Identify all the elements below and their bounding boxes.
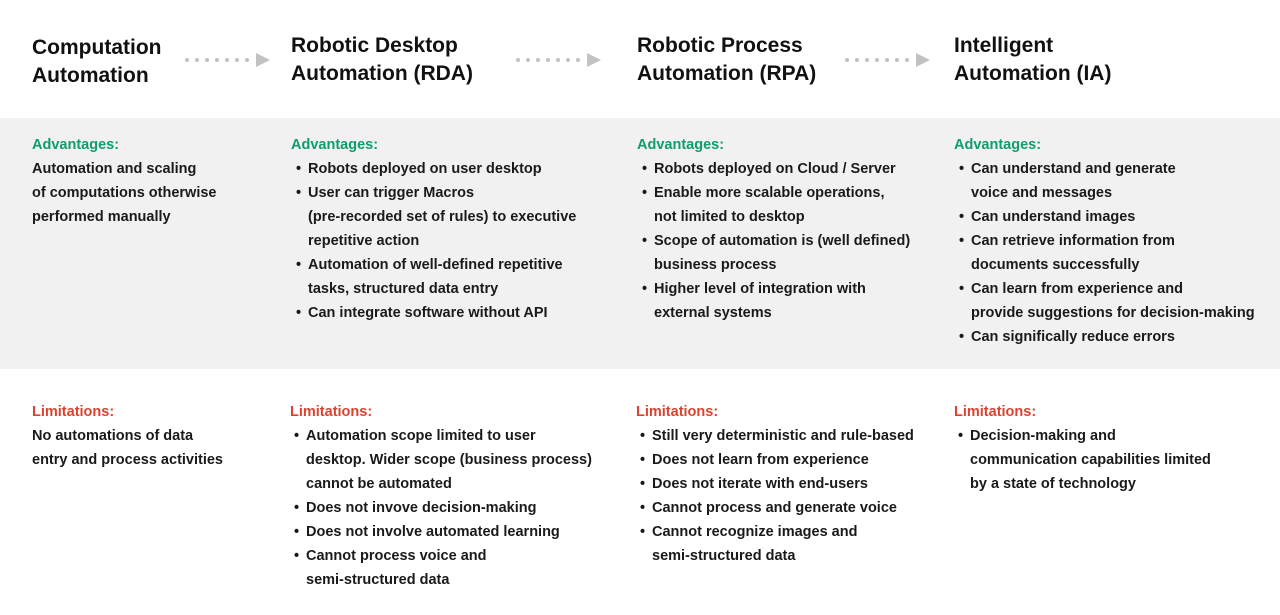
limitations-list: Decision-making and communication capabi… xyxy=(954,424,1211,496)
advantage-item-line: Can learn from experience and xyxy=(971,281,1183,297)
advantages-list: Robots deployed on Cloud / Server Enable… xyxy=(638,157,910,325)
limitation-item-line: semi-structured data xyxy=(652,548,796,564)
limitation-item: Cannot process and generate voice xyxy=(636,496,914,520)
stage-title: Robotic Desktop Automation (RDA) xyxy=(291,32,473,88)
advantage-item-line: tasks, structured data entry xyxy=(308,281,499,297)
limitations-label: Limitations: xyxy=(636,404,719,420)
limitations-text-line: No automations of data xyxy=(32,428,194,444)
advantages-list: Can understand and generate voice and me… xyxy=(955,157,1255,349)
limitations-list: Still very deterministic and rule-based … xyxy=(636,424,914,568)
limitations-list: Automation scope limited to user desktop… xyxy=(290,424,592,592)
limitation-item-line: Cannot process and generate voice xyxy=(652,500,897,516)
limitation-item: Does not iterate with end-users xyxy=(636,472,914,496)
advantage-item-line: documents successfully xyxy=(971,257,1140,273)
advantages-text-line: Automation and scaling xyxy=(32,161,197,177)
limitation-item: Does not involve automated learning xyxy=(290,520,592,544)
advantage-item: Can significally reduce errors xyxy=(955,325,1255,349)
advantages-list: Robots deployed on user desktop User can… xyxy=(292,157,576,325)
advantage-item-line: Robots deployed on user desktop xyxy=(308,161,542,177)
advantage-item: Robots deployed on user desktop xyxy=(292,157,576,181)
advantages-label: Advantages: xyxy=(291,137,379,153)
limitation-item: Does not invove decision-making xyxy=(290,496,592,520)
limitations-label: Limitations: xyxy=(290,404,373,420)
advantage-item-line: business process xyxy=(654,257,777,273)
advantage-item-line: Can understand images xyxy=(971,209,1136,225)
limitation-item-line: communication capabilities limited xyxy=(970,452,1211,468)
limitations-text-line: entry and process activities xyxy=(32,452,223,468)
advantage-item-line: Robots deployed on Cloud / Server xyxy=(654,161,896,177)
progression-arrow-icon xyxy=(515,53,603,67)
limitation-item-line: Does not learn from experience xyxy=(652,452,869,468)
stage-title-line: Robotic Desktop xyxy=(291,34,458,57)
advantage-item-line: not limited to desktop xyxy=(654,209,805,225)
stage-title-line: Intelligent xyxy=(954,34,1054,57)
stage-title-line: Automation (IA) xyxy=(954,62,1112,85)
limitation-item-line: Automation scope limited to user xyxy=(306,428,536,444)
progression-arrow-icon xyxy=(184,53,272,67)
advantage-item-line: Can integrate software without API xyxy=(308,305,548,321)
advantage-item: Enable more scalable operations, not lim… xyxy=(638,181,910,229)
limitation-item: Automation scope limited to user desktop… xyxy=(290,424,592,496)
advantage-item-line: Can retrieve information from xyxy=(971,233,1175,249)
advantage-item-line: Scope of automation is (well defined) xyxy=(654,233,911,249)
limitation-item-line: by a state of technology xyxy=(970,476,1136,492)
stage-title-line: Robotic Process xyxy=(637,34,803,57)
limitation-item: Cannot process voice and semi-structured… xyxy=(290,544,592,592)
limitation-item-line: Does not iterate with end-users xyxy=(652,476,868,492)
stage-title: Intelligent Automation (IA) xyxy=(954,32,1111,88)
advantages-label: Advantages: xyxy=(954,137,1042,153)
advantage-item-line: (pre-recorded set of rules) to executive xyxy=(308,209,577,225)
stage-title: Robotic Process Automation (RPA) xyxy=(637,32,816,88)
advantages-text: Automation and scaling of computations o… xyxy=(32,157,217,229)
advantage-item-line: User can trigger Macros xyxy=(308,185,475,201)
advantage-item: Higher level of integration with externa… xyxy=(638,277,910,325)
limitations-label: Limitations: xyxy=(954,404,1037,420)
limitation-item-line: Decision-making and xyxy=(970,428,1116,444)
stage-title-line: Automation (RDA) xyxy=(291,62,473,85)
advantage-item: Can integrate software without API xyxy=(292,301,576,325)
advantage-item: Can understand images xyxy=(955,205,1255,229)
advantage-item: User can trigger Macros (pre-recorded se… xyxy=(292,181,576,253)
stage-title-line: Automation (RPA) xyxy=(637,62,817,85)
limitation-item-line: desktop. Wider scope (business process) xyxy=(306,452,592,468)
limitations-text: No automations of data entry and process… xyxy=(32,424,223,472)
advantage-item: Can retrieve information from documents … xyxy=(955,229,1255,277)
advantage-item-line: Automation of well-defined repetitive xyxy=(308,257,563,273)
advantage-item-line: Can understand and generate xyxy=(971,161,1176,177)
advantage-item-line: voice and messages xyxy=(971,185,1113,201)
limitation-item: Does not learn from experience xyxy=(636,448,914,472)
limitation-item-line: Does not involve automated learning xyxy=(306,524,560,540)
advantages-label: Advantages: xyxy=(32,137,120,153)
advantage-item: Scope of automation is (well defined) bu… xyxy=(638,229,910,277)
advantages-text-line: performed manually xyxy=(32,209,171,225)
limitation-item-line: Still very deterministic and rule-based xyxy=(652,428,914,444)
advantages-label: Advantages: xyxy=(637,137,725,153)
limitation-item-line: Cannot process voice and xyxy=(306,548,487,564)
limitation-item-line: Does not invove decision-making xyxy=(306,500,537,516)
advantage-item-line: external systems xyxy=(654,305,772,321)
advantage-item-line: provide suggestions for decision-making xyxy=(971,305,1255,321)
advantage-item: Can understand and generate voice and me… xyxy=(955,157,1255,205)
limitation-item: Cannot recognize images and semi-structu… xyxy=(636,520,914,568)
advantage-item-line: repetitive action xyxy=(308,233,420,249)
advantages-text-line: of computations otherwise xyxy=(32,185,217,201)
advantage-item-line: Higher level of integration with xyxy=(654,281,866,297)
limitations-label: Limitations: xyxy=(32,404,115,420)
advantage-item-line: Can significally reduce errors xyxy=(971,329,1175,345)
limitation-item: Still very deterministic and rule-based xyxy=(636,424,914,448)
stage-title-line: Computation xyxy=(32,36,162,59)
stage-title-line: Automation xyxy=(32,64,149,87)
advantage-item: Robots deployed on Cloud / Server xyxy=(638,157,910,181)
advantage-item: Can learn from experience and provide su… xyxy=(955,277,1255,325)
advantage-item: Automation of well-defined repetitive ta… xyxy=(292,253,576,301)
limitation-item: Decision-making and communication capabi… xyxy=(954,424,1211,496)
progression-arrow-icon xyxy=(844,53,932,67)
limitation-item-line: Cannot recognize images and xyxy=(652,524,858,540)
advantage-item-line: Enable more scalable operations, xyxy=(654,185,885,201)
limitation-item-line: cannot be automated xyxy=(306,476,452,492)
limitation-item-line: semi-structured data xyxy=(306,572,450,588)
stage-title: Computation Automation xyxy=(32,34,161,90)
